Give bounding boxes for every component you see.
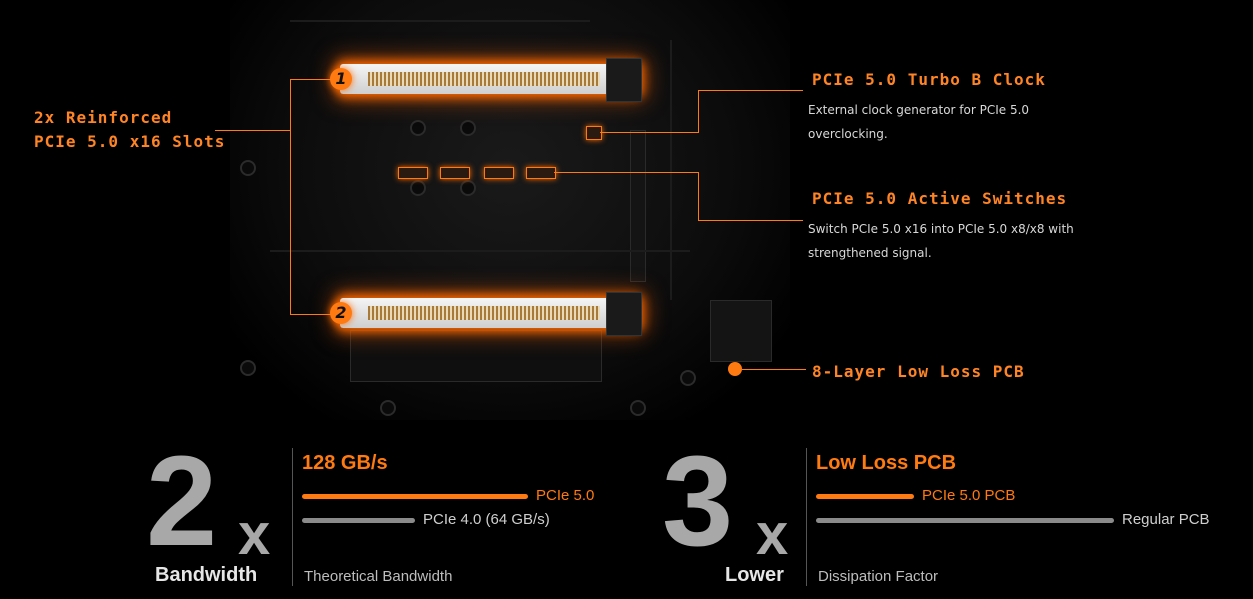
- clock-callout-desc-line2: overclocking.: [808, 127, 888, 141]
- clock-callout-desc-line1: External clock generator for PCIe 5.0: [808, 103, 1030, 117]
- slot-number-badge-1: 1: [330, 68, 352, 90]
- switch-chip-highlight: [440, 167, 470, 179]
- mounting-hole: [680, 370, 696, 386]
- switch-callout-desc-line2: strengthened signal.: [808, 246, 932, 260]
- clock-leader-line: [600, 132, 698, 133]
- mounting-hole: [460, 120, 476, 136]
- bandwidth-label: Bandwidth: [155, 564, 258, 586]
- pcb-big-number: 3: [662, 430, 734, 573]
- mounting-hole: [460, 180, 476, 196]
- slots-leader-line: [290, 79, 332, 80]
- pcb-callout-title: 8-Layer Low Loss PCB: [812, 362, 1025, 381]
- clock-chip-highlight: [586, 126, 602, 140]
- bandwidth-divider: [292, 448, 293, 586]
- clock-leader-line: [698, 90, 699, 133]
- clock-leader-line: [698, 90, 803, 91]
- pcb-chip: [350, 330, 602, 382]
- switch-callout-title: PCIe 5.0 Active Switches: [812, 189, 1068, 208]
- switch-callout-desc-line1: Switch PCIe 5.0 x16 into PCIe 5.0 x8/x8 …: [808, 222, 1074, 236]
- pcb-trace: [290, 20, 590, 22]
- slot-number-badge-2: 2: [330, 302, 352, 324]
- bandwidth-caption: Theoretical Bandwidth: [304, 568, 453, 585]
- slot-pins: [368, 72, 600, 86]
- pcb-multiplier: x: [756, 502, 789, 567]
- mounting-hole: [380, 400, 396, 416]
- pcb-chip: [710, 300, 772, 362]
- pcb-trace: [270, 250, 690, 252]
- regular-pcb-bar: [816, 518, 1114, 523]
- mounting-hole: [240, 360, 256, 376]
- bandwidth-title: 128 GB/s: [302, 452, 388, 474]
- switch-chip-highlight: [398, 167, 428, 179]
- slot-latch: [606, 292, 642, 336]
- pcie5-bandwidth-bar: [302, 494, 528, 499]
- pcb-chip: [630, 130, 646, 282]
- slots-callout-line1: 2x Reinforced: [34, 108, 173, 127]
- mounting-hole: [240, 160, 256, 176]
- pcie-slot-2: [340, 292, 642, 336]
- pcie5-pcb-label: PCIe 5.0 PCB: [922, 487, 1016, 504]
- pcb-trace: [670, 40, 672, 300]
- slots-leader-line: [290, 314, 332, 315]
- bandwidth-big-number: 2: [146, 430, 218, 573]
- switch-leader-line: [698, 220, 803, 221]
- bandwidth-multiplier: x: [238, 502, 271, 567]
- pcb-leader-line: [742, 369, 806, 370]
- pcb-stat-title: Low Loss PCB: [816, 452, 957, 474]
- switch-chip-highlight: [526, 167, 556, 179]
- motherboard-image: [230, 0, 790, 420]
- mounting-hole: [630, 400, 646, 416]
- slots-leader-line: [290, 79, 291, 314]
- pcb-divider: [806, 448, 807, 586]
- pcb-stat-caption: Dissipation Factor: [818, 568, 939, 585]
- switch-leader-line: [698, 172, 699, 220]
- mounting-hole: [410, 120, 426, 136]
- slot-pins: [368, 306, 600, 320]
- pcie5-pcb-bar: [816, 494, 914, 499]
- switch-leader-line: [554, 172, 698, 173]
- switch-chip-highlight: [484, 167, 514, 179]
- pcie4-bandwidth-bar: [302, 518, 415, 523]
- pcie-slot-1: [340, 58, 642, 102]
- clock-callout-title: PCIe 5.0 Turbo B Clock: [812, 70, 1046, 89]
- regular-pcb-label: Regular PCB: [1122, 511, 1210, 528]
- pcie5-bandwidth-label: PCIe 5.0: [536, 487, 595, 504]
- slots-callout-line2: PCIe 5.0 x16 Slots: [34, 132, 226, 151]
- pcie4-bandwidth-label: PCIe 4.0 (64 GB/s): [423, 511, 550, 528]
- mounting-hole: [410, 180, 426, 196]
- pcb-lower-label: Lower: [725, 564, 784, 586]
- slot-latch: [606, 58, 642, 102]
- slots-leader-line: [215, 130, 290, 131]
- pcb-marker-dot: [728, 362, 742, 376]
